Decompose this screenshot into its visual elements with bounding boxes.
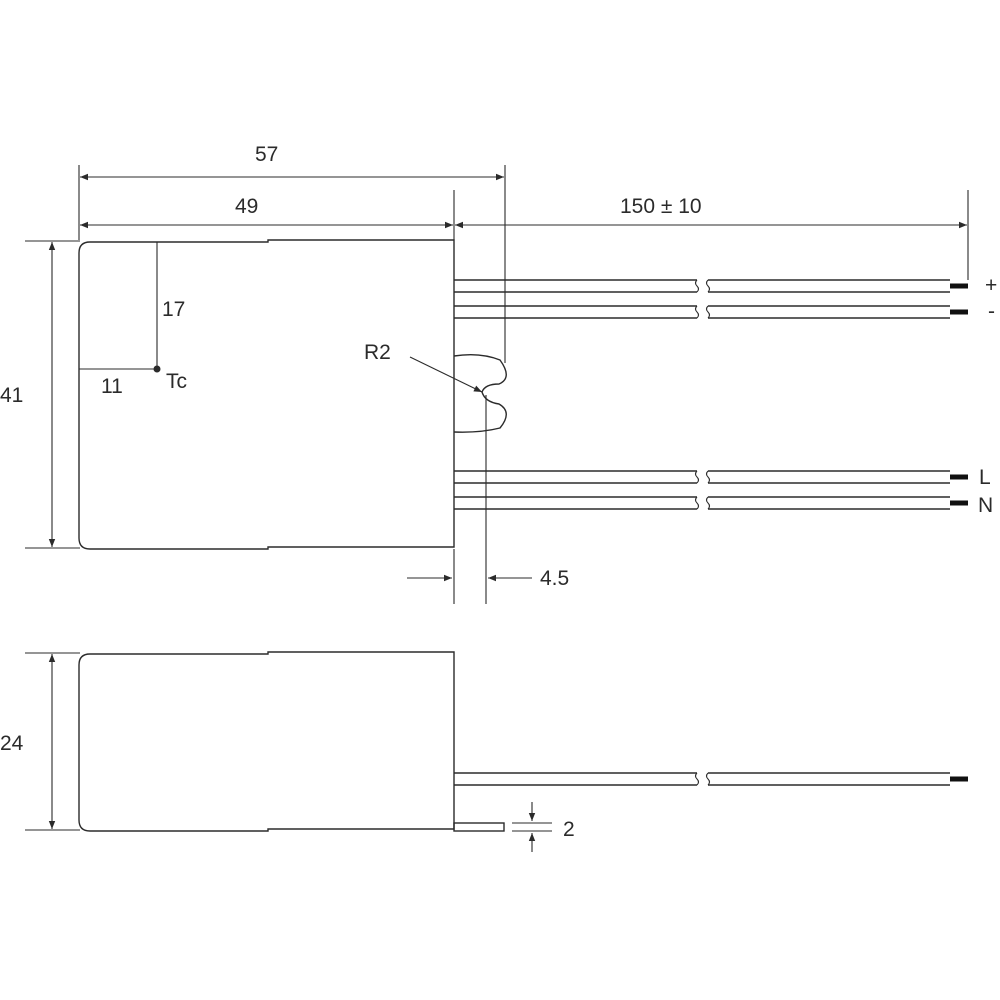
side-mounting-tab bbox=[453, 822, 505, 832]
tc-vertical-dimension: 17 bbox=[162, 298, 185, 321]
mount-offset-dimension: 4.5 bbox=[540, 567, 569, 590]
lead-wire-neutral bbox=[454, 496, 968, 510]
neutral-label: N bbox=[978, 494, 993, 517]
r2-label: R2 bbox=[364, 341, 391, 364]
height-dimension: 41 bbox=[0, 384, 23, 407]
minus-label: - bbox=[988, 300, 995, 323]
body-length-dimension: 49 bbox=[235, 195, 258, 218]
overall-length-dimension: 57 bbox=[255, 143, 278, 166]
tc-horizontal-dimension: 11 bbox=[101, 375, 123, 398]
mounting-tab bbox=[453, 353, 507, 433]
tc-point bbox=[153, 365, 161, 373]
line-label: L bbox=[979, 466, 991, 489]
r2-leader-arrow bbox=[409, 356, 483, 393]
lead-wire-minus bbox=[454, 305, 968, 319]
side-lead-wire bbox=[454, 772, 968, 786]
top-view-housing bbox=[78, 239, 455, 550]
side-view: 24 2 bbox=[0, 651, 968, 852]
side-view-housing bbox=[78, 651, 455, 832]
tc-label: Tc bbox=[166, 370, 187, 393]
top-view: 17 11 Tc R2 + - L N bbox=[0, 143, 997, 604]
plus-label: + bbox=[985, 274, 997, 297]
lead-wire-plus bbox=[454, 279, 968, 293]
lead-wire-line bbox=[454, 470, 968, 484]
side-height-dimension: 24 bbox=[0, 732, 24, 755]
tab-thickness-dimension: 2 bbox=[563, 818, 575, 841]
lead-length-dimension: 150 ± 10 bbox=[620, 195, 702, 218]
